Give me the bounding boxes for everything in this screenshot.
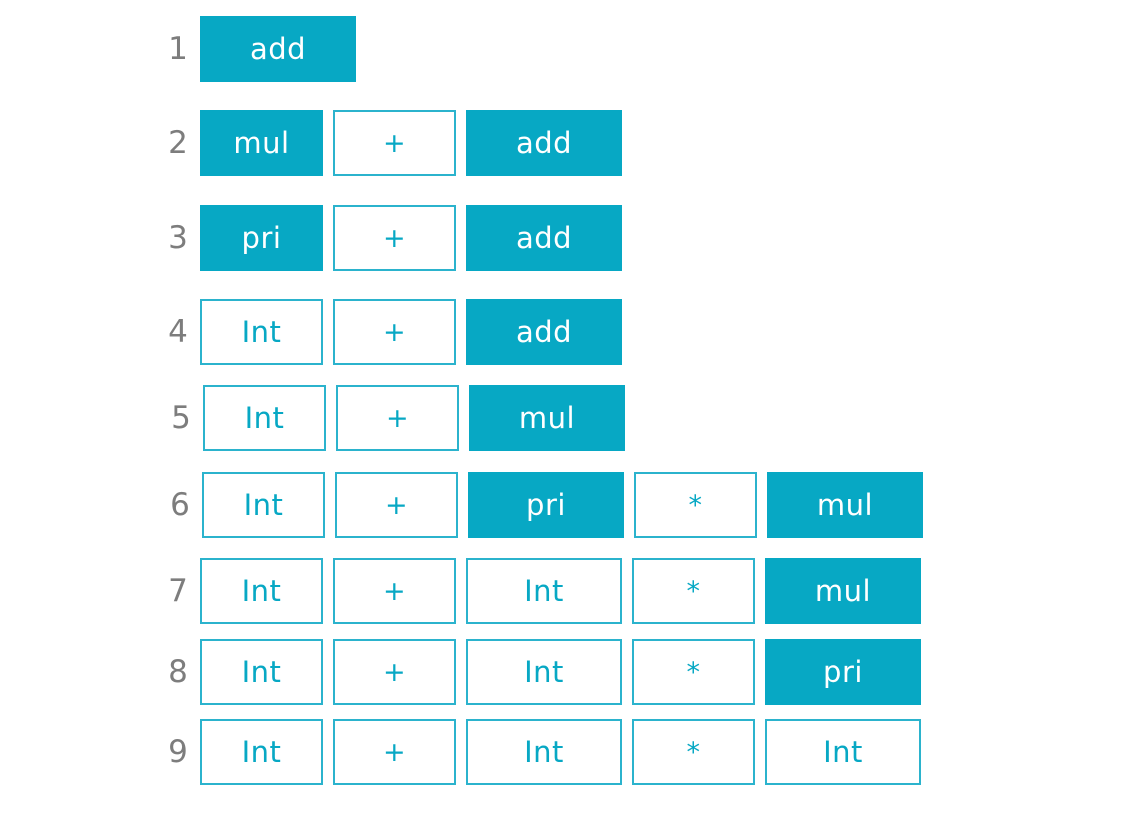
terminal-cell-int: Int [200, 299, 323, 365]
row-number: 9 [168, 733, 188, 770]
terminal-cell-int: Int [200, 639, 323, 705]
operator-cell-plus: + [335, 472, 458, 538]
derivation-row: 5 Int+mul [159, 385, 625, 451]
nonterminal-cell-mul: mul [469, 385, 625, 451]
nonterminal-cell-mul: mul [765, 558, 921, 624]
operator-cell-star: * [632, 719, 755, 785]
terminal-cell-int: Int [765, 719, 921, 785]
nonterminal-cell-add: add [466, 110, 622, 176]
symbol-cells: add [200, 16, 356, 82]
terminal-cell-int: Int [466, 719, 622, 785]
symbol-cells: Int+pri*mul [202, 472, 923, 538]
row-number: 8 [168, 653, 188, 690]
derivation-row: 4 Int+add [156, 299, 622, 365]
nonterminal-cell-pri: pri [468, 472, 624, 538]
row-number: 5 [171, 399, 191, 436]
terminal-cell-int: Int [200, 558, 323, 624]
operator-cell-plus: + [336, 385, 459, 451]
symbol-cells: pri+add [200, 205, 622, 271]
derivation-row: 2 mul+add [156, 110, 622, 176]
row-number: 6 [170, 486, 190, 523]
operator-cell-star: * [632, 558, 755, 624]
nonterminal-cell-mul: mul [200, 110, 323, 176]
nonterminal-cell-pri: pri [200, 205, 323, 271]
nonterminal-cell-add: add [466, 299, 622, 365]
symbol-cells: Int+mul [203, 385, 625, 451]
operator-cell-plus: + [333, 558, 456, 624]
row-number: 2 [168, 124, 188, 161]
terminal-cell-int: Int [203, 385, 326, 451]
row-number: 4 [168, 313, 188, 350]
symbol-cells: Int+Int*mul [200, 558, 921, 624]
derivation-row: 1 add [156, 16, 356, 82]
operator-cell-star: * [634, 472, 757, 538]
symbol-cells: mul+add [200, 110, 622, 176]
operator-cell-plus: + [333, 299, 456, 365]
row-number: 3 [168, 219, 188, 256]
operator-cell-plus: + [333, 110, 456, 176]
operator-cell-star: * [632, 639, 755, 705]
symbol-cells: Int+Int*pri [200, 639, 921, 705]
operator-cell-plus: + [333, 719, 456, 785]
operator-cell-plus: + [333, 205, 456, 271]
row-number: 7 [168, 572, 188, 609]
terminal-cell-int: Int [466, 639, 622, 705]
symbol-cells: Int+add [200, 299, 622, 365]
nonterminal-cell-add: add [466, 205, 622, 271]
nonterminal-cell-pri: pri [765, 639, 921, 705]
terminal-cell-int: Int [466, 558, 622, 624]
terminal-cell-int: Int [200, 719, 323, 785]
operator-cell-plus: + [333, 639, 456, 705]
derivation-row: 3 pri+add [156, 205, 622, 271]
terminal-cell-int: Int [202, 472, 325, 538]
symbol-cells: Int+Int*Int [200, 719, 921, 785]
nonterminal-cell-mul: mul [767, 472, 923, 538]
derivation-row: 6 Int+pri*mul [158, 472, 923, 538]
nonterminal-cell-add: add [200, 16, 356, 82]
row-number: 1 [168, 30, 188, 67]
